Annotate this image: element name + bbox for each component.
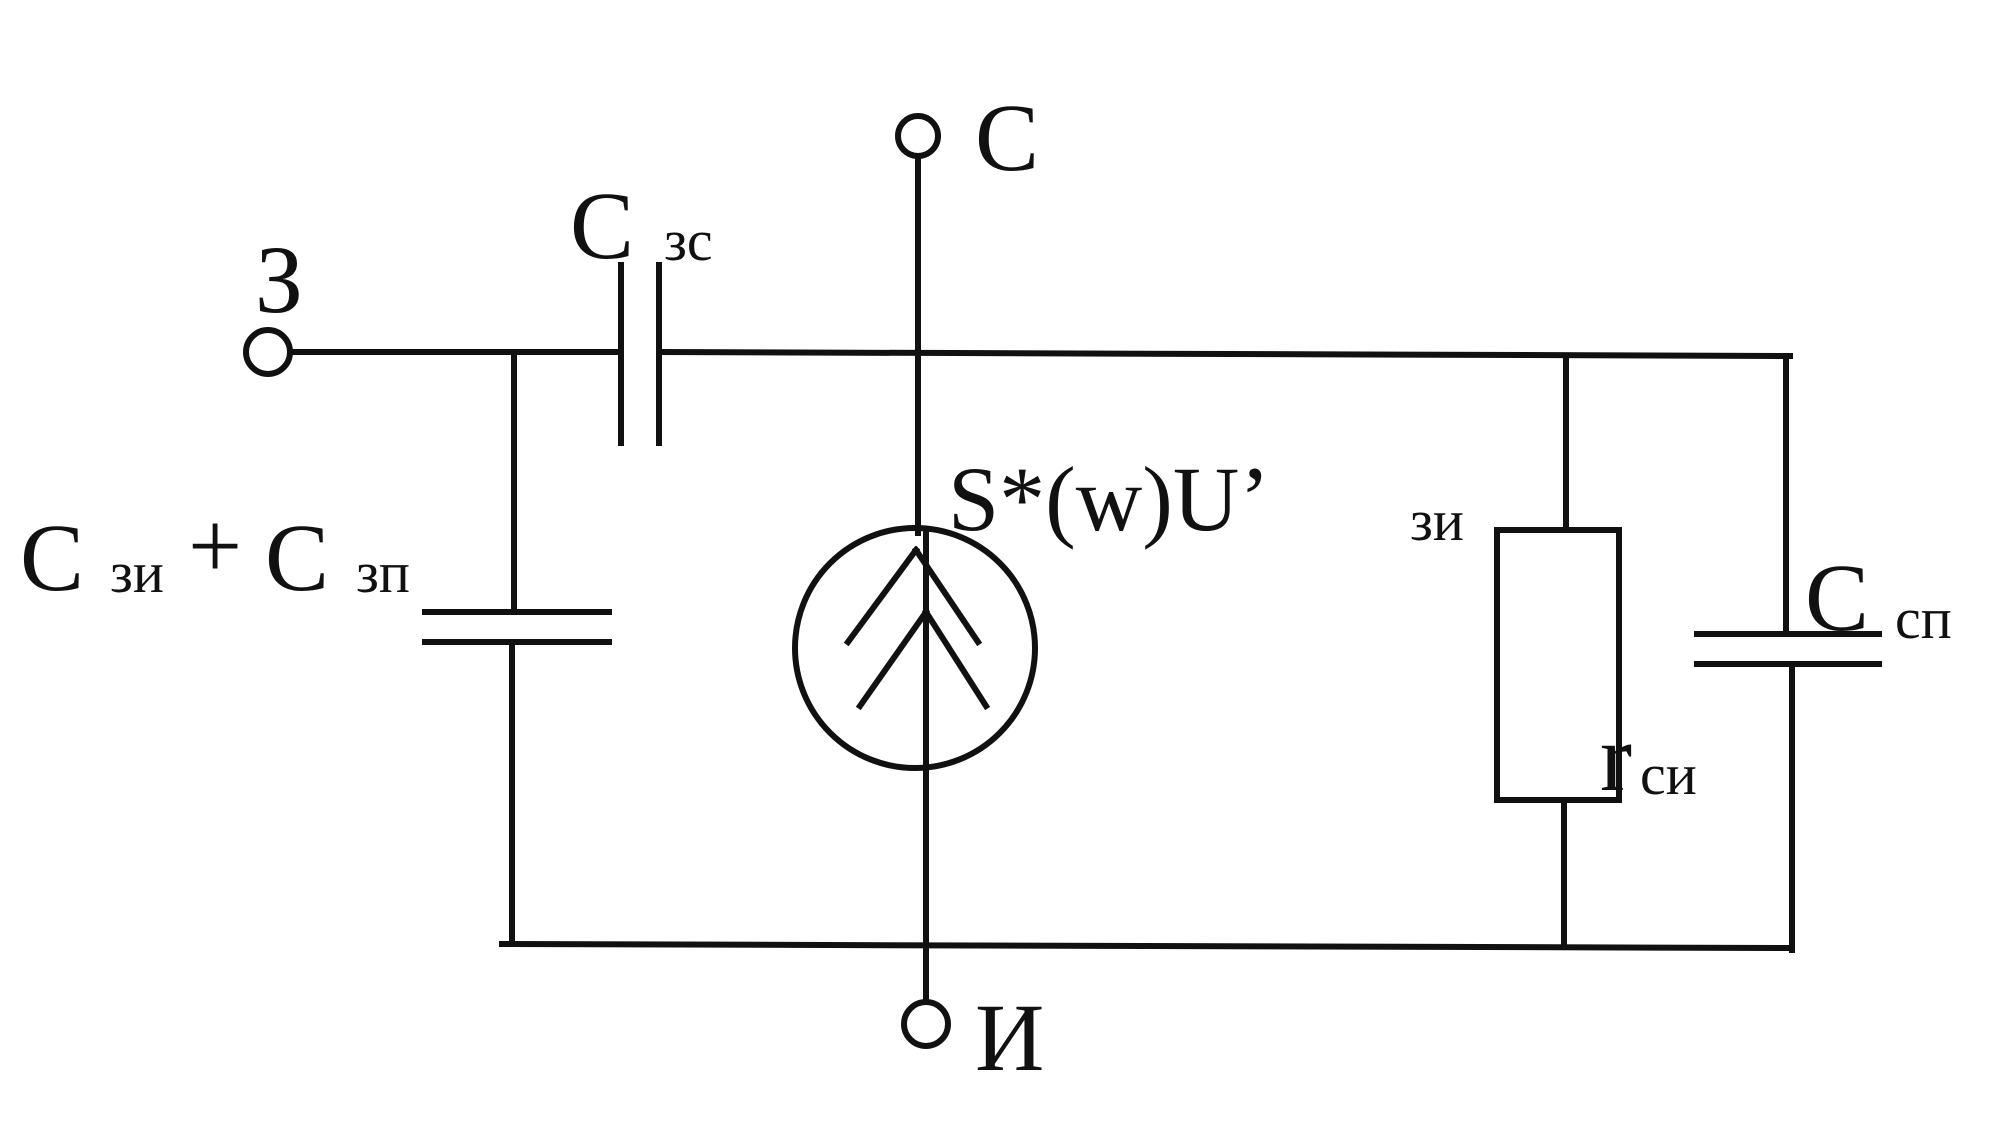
capacitor-gate-drain bbox=[618, 262, 662, 446]
cds-label-sub: сп bbox=[1895, 586, 1952, 651]
cgs-label-plus: + bbox=[188, 492, 242, 599]
cgs-label-main2: C bbox=[265, 504, 329, 611]
cgd-label-main: C bbox=[570, 172, 634, 279]
drain-terminal[interactable] bbox=[895, 113, 941, 159]
current-source-label-main: S*(w)U’ bbox=[948, 448, 1270, 550]
cgs-label-sub2: зп bbox=[356, 540, 410, 605]
top-wire bbox=[287, 348, 1794, 360]
drain-label: С bbox=[975, 84, 1039, 191]
cgd-label-sub: зс bbox=[664, 208, 713, 273]
cds-label-main: C bbox=[1805, 544, 1869, 651]
source-terminal[interactable] bbox=[901, 999, 951, 1049]
gate-terminal[interactable] bbox=[243, 327, 293, 377]
current-source-label-sub: зи bbox=[1410, 488, 1464, 553]
cgs-label-main1: C bbox=[20, 504, 84, 611]
capacitor-drain-substrate bbox=[1694, 353, 1882, 953]
rds-label-sub: си bbox=[1640, 742, 1697, 807]
resistor-drain-source bbox=[1494, 353, 1622, 949]
capacitor-gate-source bbox=[422, 349, 612, 947]
gate-label: З bbox=[255, 226, 303, 333]
source-label: И bbox=[975, 984, 1044, 1091]
bottom-wire bbox=[498, 940, 1794, 952]
current-source bbox=[792, 525, 1038, 947]
cgs-label-sub1: зи bbox=[110, 540, 164, 605]
rds-label-main: r bbox=[1600, 704, 1632, 811]
